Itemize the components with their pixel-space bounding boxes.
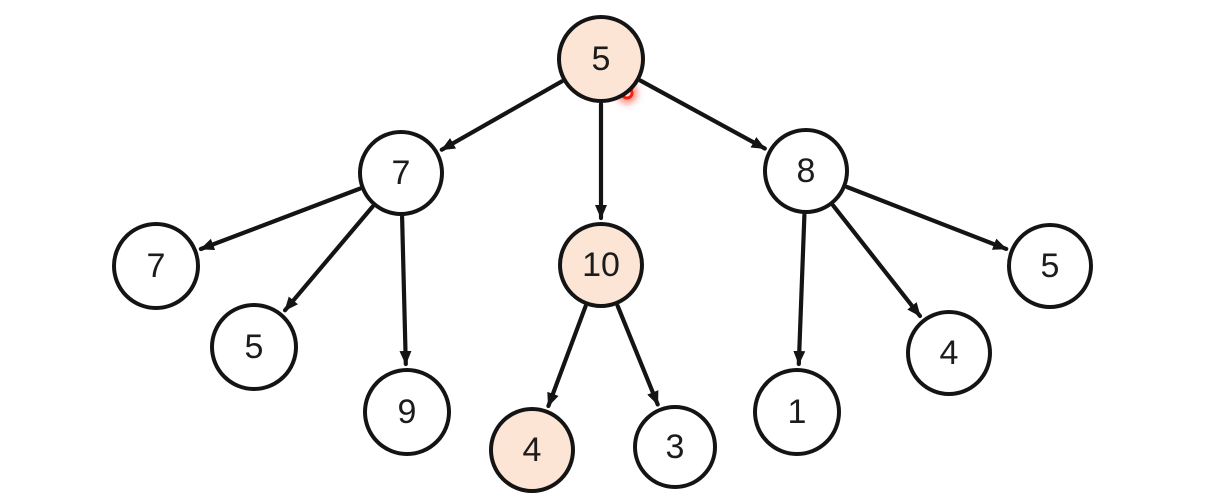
node-value-label: 5	[244, 328, 264, 366]
tree-edge-n8-leaf4b	[831, 203, 923, 319]
tree-edge-n10-leaf4a	[546, 304, 588, 409]
tree-edge-n7-leaf9	[399, 214, 412, 367]
node-value-label: 8	[796, 152, 816, 190]
tree-edge-n7-leaf7	[198, 186, 362, 252]
node-value-label: 4	[522, 431, 542, 469]
tree-edge-root-n7	[439, 79, 565, 152]
node-value-label: 9	[397, 393, 417, 431]
tree-edge-n8-leaf1	[793, 212, 807, 367]
node-value-label: 4	[939, 334, 959, 372]
tree-edge-n8-leaf5b	[844, 184, 1009, 251]
node-value-label: 7	[391, 154, 411, 192]
tree-edge-n10-leaf3	[615, 303, 660, 407]
node-value-label: 5	[591, 40, 611, 78]
tree-node-n8: 8	[763, 128, 849, 214]
node-value-label: 10	[582, 246, 620, 284]
node-value-label: 3	[665, 428, 685, 466]
tree-node-leaf4a: 4	[489, 407, 575, 493]
tree-edge-n7-leaf5a	[282, 204, 375, 313]
node-value-label: 1	[787, 393, 807, 431]
tree-node-leaf3: 3	[633, 405, 717, 489]
node-value-label: 7	[146, 247, 166, 285]
tree-node-root: 5	[557, 15, 645, 103]
tree-node-n7: 7	[358, 130, 444, 216]
tree-node-leaf7: 7	[112, 222, 200, 310]
tree-node-n10: 10	[558, 222, 644, 308]
tree-node-leaf1: 1	[753, 368, 841, 456]
tree-node-leaf4b: 4	[906, 310, 992, 396]
tree-node-leaf9: 9	[363, 368, 451, 456]
tree-node-leaf5a: 5	[210, 303, 298, 391]
tree-node-leaf5b: 5	[1007, 223, 1093, 309]
node-value-label: 5	[1040, 247, 1060, 285]
tree-edge-root-n8	[638, 78, 767, 151]
